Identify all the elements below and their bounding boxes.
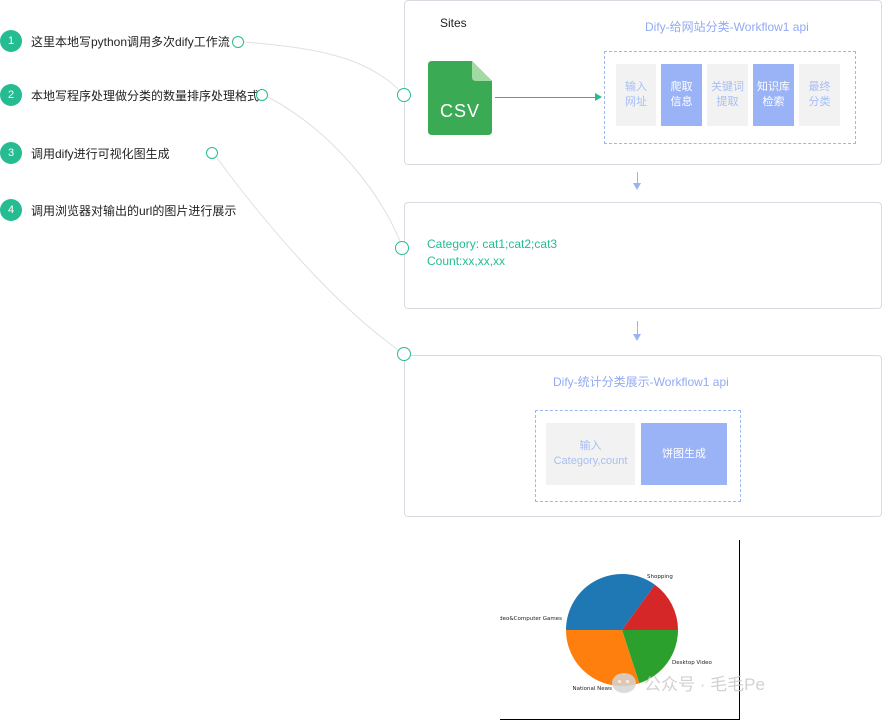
down-arrow-2 bbox=[633, 321, 641, 341]
node-knowledge-search: 知识库检索 bbox=[753, 64, 794, 126]
classify-workflow-box: 输入网址 爬取信息 关键词提取 知识库检索 最终分类 bbox=[604, 51, 856, 144]
panel3-anchor-ring bbox=[397, 347, 411, 361]
down-arrow-1 bbox=[633, 172, 641, 190]
step-2: 2 本地写程序处理做分类的数量排序处理格式 bbox=[0, 83, 259, 107]
step-3: 3 调用dify进行可视化图生成 bbox=[0, 141, 170, 165]
watermark: 公众号 · 毛毛Pe bbox=[612, 670, 765, 695]
pie-label: Video&Computer Games bbox=[500, 616, 562, 622]
step-number: 3 bbox=[0, 142, 22, 164]
panel1-title: Dify-给网站分类-Workflow1 api bbox=[645, 20, 809, 34]
pie-label: Desktop Video bbox=[672, 660, 712, 666]
panel2-anchor-ring bbox=[395, 241, 409, 255]
chart-frame-right bbox=[739, 540, 740, 720]
wechat-icon bbox=[612, 672, 636, 693]
connector-step3 bbox=[216, 157, 405, 355]
step-text: 这里本地写python调用多次dify工作流 bbox=[31, 34, 230, 49]
connector-step1 bbox=[243, 41, 405, 96]
connector-step2 bbox=[267, 96, 403, 247]
panel-classify-workflow: Sites Dify-给网站分类-Workflow1 api CSV 输入网址 … bbox=[404, 0, 882, 165]
count-line: Count:xx,xx,xx bbox=[427, 254, 506, 268]
step-number: 1 bbox=[0, 30, 22, 52]
pie-slice-video-computer-games bbox=[566, 630, 640, 686]
pie-slice-national-news bbox=[622, 630, 678, 684]
category-line: Category: cat1;cat2;cat3 bbox=[427, 237, 558, 251]
category-output-text: Category: cat1;cat2;cat3 Count:xx,xx,xx bbox=[427, 236, 557, 270]
step2-anchor-ring bbox=[256, 89, 268, 101]
node-pie-generate: 饼图生成 bbox=[641, 423, 727, 485]
csv-file-icon: CSV bbox=[428, 61, 492, 135]
step3-anchor-ring bbox=[206, 147, 218, 159]
pie-label: National News bbox=[572, 686, 612, 692]
step-number: 4 bbox=[0, 199, 22, 221]
node-crawl-info: 爬取信息 bbox=[661, 64, 702, 126]
csv-to-workflow-arrow bbox=[495, 97, 597, 98]
panel1-anchor-ring bbox=[397, 88, 411, 102]
watermark-text: 公众号 · 毛毛Pe bbox=[644, 675, 765, 694]
panel-category-output: Category: cat1;cat2;cat3 Count:xx,xx,xx bbox=[404, 202, 882, 309]
node-input-url: 输入网址 bbox=[616, 64, 656, 126]
step-4: 4 调用浏览器对输出的url的图片进行展示 bbox=[0, 198, 236, 222]
csv-label: CSV bbox=[439, 101, 480, 121]
step1-anchor-ring bbox=[232, 36, 244, 48]
pie-slice-desktop-video bbox=[622, 584, 678, 630]
sites-label: Sites bbox=[440, 16, 467, 30]
panel3-title: Dify-统计分类展示-Workflow1 api bbox=[553, 375, 729, 389]
node-final-classify: 最终分类 bbox=[799, 64, 840, 126]
step-text: 调用dify进行可视化图生成 bbox=[31, 146, 170, 161]
step-text: 本地写程序处理做分类的数量排序处理格式 bbox=[31, 88, 260, 103]
step-1: 1 这里本地写python调用多次dify工作流 bbox=[0, 29, 230, 53]
csv-to-workflow-arrowhead bbox=[595, 93, 602, 101]
pie-slice-shopping bbox=[566, 574, 655, 630]
step-text: 调用浏览器对输出的url的图片进行展示 bbox=[31, 203, 237, 218]
step-number: 2 bbox=[0, 84, 22, 106]
node-keyword-extract: 关键词提取 bbox=[707, 64, 748, 126]
pie-label: Shopping bbox=[647, 574, 673, 580]
